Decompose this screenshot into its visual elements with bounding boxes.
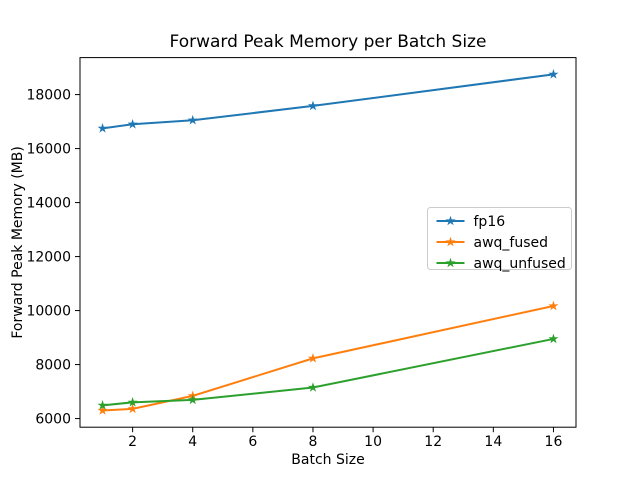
y-tick-label: 12000	[26, 250, 71, 266]
data-point-marker-fp16	[548, 69, 559, 79]
x-axis-label: Batch Size	[291, 452, 364, 468]
data-point-marker-awq_fused	[97, 405, 108, 415]
data-point-marker-fp16	[187, 114, 198, 125]
y-tick-label: 18000	[26, 88, 71, 104]
data-point-marker-awq_unfused	[187, 394, 198, 405]
y-axis-label: Forward Peak Memory (MB)	[10, 146, 26, 338]
x-tick-label: 12	[424, 434, 442, 450]
data-point-marker-fp16	[97, 123, 108, 133]
y-tick-label: 10000	[26, 304, 71, 320]
chart-title: Forward Peak Memory per Batch Size	[170, 32, 487, 52]
plot-border	[79, 57, 577, 428]
data-point-marker-awq_fused	[127, 403, 138, 414]
data-point-marker-fp16	[127, 118, 138, 129]
data-point-marker-awq_unfused	[307, 382, 319, 392]
data-point-marker-awq_unfused	[127, 397, 138, 407]
x-tick-label: 4	[188, 434, 197, 450]
data-point-marker-awq_unfused	[97, 400, 108, 410]
x-tick-label: 2	[128, 434, 137, 450]
data-point-marker-awq_fused	[548, 300, 559, 311]
data-point-marker-fp16	[307, 100, 319, 111]
x-tick-label: 16	[545, 434, 563, 450]
legend	[427, 207, 572, 270]
legend-entry-label: awq_unfused	[474, 256, 566, 272]
series-line-awq_fused	[101, 304, 555, 412]
legend-entry-label: fp16	[474, 214, 506, 230]
x-tick-label: 14	[484, 434, 502, 450]
series-line-awq_unfused	[101, 337, 555, 407]
data-point-marker-awq_fused	[307, 353, 319, 363]
y-tick-label: 8000	[35, 358, 71, 374]
y-tick-label: 14000	[26, 196, 71, 212]
legend-marker	[445, 215, 456, 226]
y-tick-label: 6000	[35, 412, 71, 428]
legend-entry-label: awq_fused	[474, 235, 549, 251]
data-point-marker-awq_unfused	[548, 333, 559, 344]
y-tick-label: 16000	[26, 142, 71, 158]
x-tick-label: 10	[364, 434, 382, 450]
legend-marker	[445, 257, 456, 268]
x-tick-label: 8	[309, 434, 318, 450]
legend-marker	[445, 236, 456, 247]
series-line-fp16	[101, 73, 555, 130]
x-tick-label: 6	[248, 434, 257, 450]
